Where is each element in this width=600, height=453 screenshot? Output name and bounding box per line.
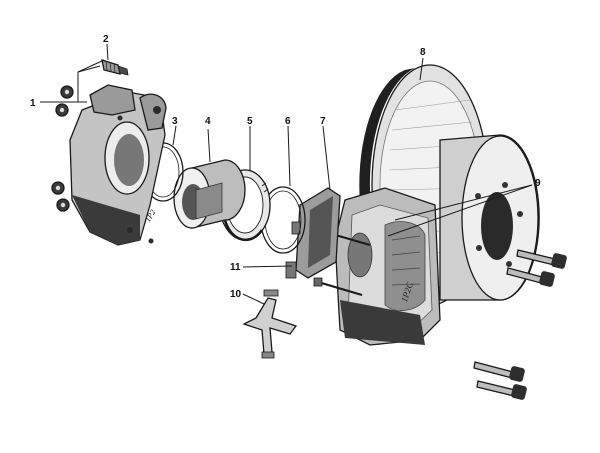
hub [439, 134, 540, 301]
mounting-bolt [473, 361, 525, 382]
callout-lines [40, 43, 533, 305]
caliper-right-half: 1P2C [334, 187, 441, 346]
callout-10: 10 [230, 289, 242, 300]
callout-2: 2 [103, 34, 109, 45]
mounting-bolt [506, 267, 555, 287]
callout-7: 7 [320, 116, 326, 127]
callout-6: 6 [285, 116, 291, 127]
callout-4: 4 [205, 116, 211, 127]
callout-9: 9 [535, 178, 541, 189]
nut [51, 181, 65, 195]
nut [60, 85, 74, 99]
callout-1: 1 [30, 98, 36, 109]
callout-3: 3 [172, 116, 178, 127]
pad-spring-clip [242, 289, 298, 359]
piston [173, 159, 246, 229]
bleed-screw [101, 59, 129, 76]
guide-pin [313, 277, 363, 297]
callout-11: 11 [230, 262, 241, 273]
nut [55, 103, 69, 117]
caliper-left-half: 1P2 [69, 84, 167, 246]
mounting-bolt [516, 249, 567, 269]
callout-8: 8 [420, 47, 426, 58]
mounting-bolt [476, 380, 527, 400]
brake-pad [285, 187, 341, 279]
nut [56, 198, 70, 212]
callout-5: 5 [247, 116, 253, 127]
